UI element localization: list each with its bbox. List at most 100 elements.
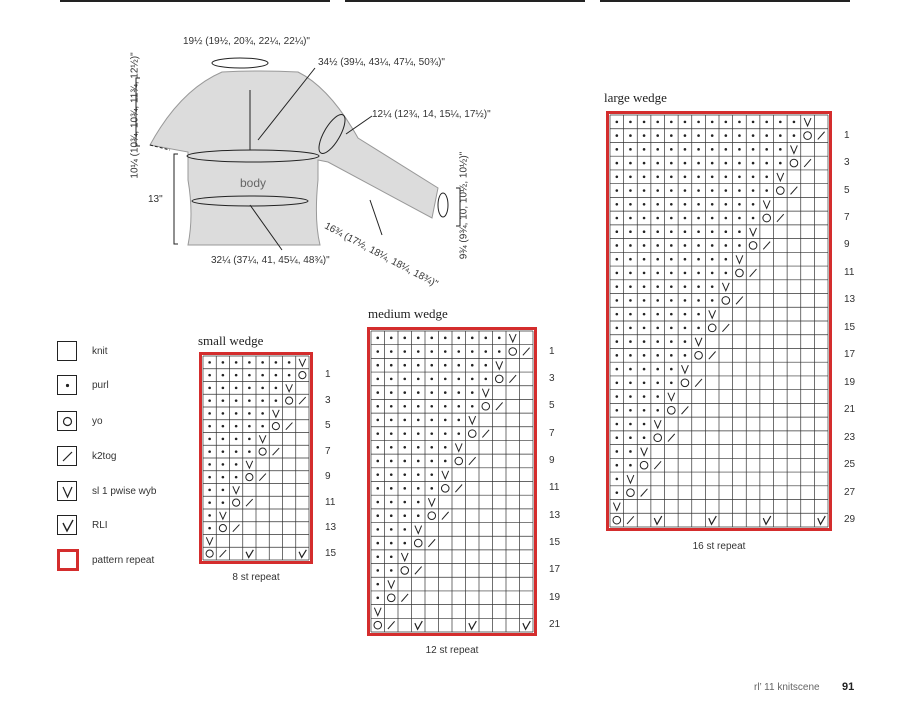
purl-dot [642, 285, 646, 288]
rli-mark [468, 620, 477, 631]
large-wedge-title: large wedge [604, 90, 667, 105]
purl-dot [389, 569, 393, 572]
rli-mark [653, 515, 663, 526]
purl-dot [710, 120, 714, 124]
purl-dot [389, 391, 393, 394]
purl-dot [208, 475, 211, 479]
legend: knit purl yo k2tog sl 1 pwise wyb RLI pa… [56, 341, 206, 573]
purl-dot [738, 244, 741, 247]
slip-v [653, 419, 662, 430]
purl-dot [457, 432, 461, 435]
purl-dot [683, 148, 687, 151]
large-row-number: 7 [844, 212, 850, 223]
yo-circle [721, 296, 731, 305]
purl-dot [642, 436, 646, 440]
purl-dot [656, 381, 659, 385]
rli-mark [245, 549, 254, 559]
purl-dot [615, 326, 619, 330]
chest-top-measurement: 34½ (39¼, 43¼, 47¼, 50¾)" [318, 57, 445, 68]
purl-dot [389, 487, 393, 490]
purl-dot [697, 312, 700, 316]
purl-dot [443, 459, 447, 463]
purl-dot [430, 473, 434, 476]
yo-circle [386, 593, 396, 603]
large-row-number: 29 [844, 514, 856, 526]
purl-dot [629, 436, 632, 440]
purl-dot [208, 424, 211, 428]
purl-dot [389, 350, 393, 353]
purl-dot [389, 459, 393, 463]
purl-dot [430, 418, 434, 422]
purl-dot [765, 120, 768, 124]
purl-dot [683, 230, 687, 234]
purl-dot [697, 285, 700, 288]
k2tog-slash [454, 484, 463, 493]
k2tog-slash [694, 378, 703, 387]
purl-dot [403, 445, 407, 449]
purl-dot [615, 422, 619, 426]
purl-dot [615, 340, 619, 343]
purl-dot [683, 285, 687, 288]
purl-dot [765, 175, 768, 179]
purl-dot [683, 271, 687, 275]
rli-mark [708, 515, 717, 526]
purl-dot [416, 350, 420, 353]
slip-v [694, 337, 703, 347]
slip-v [427, 497, 436, 508]
k2tog-slash [232, 524, 240, 533]
purl-dot [221, 501, 225, 504]
yo-circle [205, 549, 214, 558]
k2tog-slash [776, 213, 785, 223]
yo-circle [285, 396, 294, 405]
purl-dot [261, 386, 264, 390]
pattern-repeat-outline [606, 111, 832, 531]
purl-dot [724, 230, 728, 234]
purl-dot [642, 395, 646, 398]
purl-dot [629, 148, 632, 151]
purl-dot [389, 514, 393, 518]
purl-dot [416, 336, 420, 340]
purl-dot [416, 445, 420, 449]
slip-v [640, 447, 648, 457]
neck-measurement: 19½ (19½, 20¾, 22¼, 22¼)" [183, 36, 310, 47]
purl-dot [376, 582, 380, 586]
purl-dot [403, 363, 407, 367]
purl-dot [670, 120, 673, 124]
k2tog-slash [640, 488, 648, 497]
purl-dot [221, 399, 225, 402]
yo-circle [494, 374, 504, 384]
purl-dot [416, 377, 420, 381]
purl-dot [248, 361, 251, 364]
yo-circle [258, 447, 267, 456]
purl-dot [642, 367, 646, 371]
k2tog-slash [749, 268, 757, 278]
purl-dot [470, 404, 474, 408]
purl-dot [670, 202, 673, 206]
legend-knit-box [57, 341, 77, 361]
purl-dot [724, 120, 728, 124]
purl-dot [642, 257, 646, 261]
purl-dot [416, 404, 420, 408]
purl-dot [683, 216, 687, 220]
yo-circle [762, 213, 772, 223]
large-row-number: 23 [844, 431, 856, 443]
purl-dot [443, 350, 447, 353]
purl-dot [389, 500, 393, 504]
purl-dot [403, 432, 407, 435]
yo-circle [373, 620, 383, 630]
purl-dot [683, 354, 687, 357]
purl-dot [629, 326, 632, 330]
small-row-number: 1 [325, 369, 331, 381]
purl-dot [670, 175, 673, 179]
legend-rli-label: RLI [92, 520, 108, 531]
purl-dot [629, 244, 632, 247]
purl-dot [710, 134, 714, 137]
sweater-yoke-shape [149, 70, 439, 246]
purl-dot [261, 361, 264, 364]
k2tog-slash [387, 620, 396, 630]
purl-dot [656, 312, 659, 316]
purl-dot [697, 189, 700, 192]
large-row-number: 17 [844, 349, 856, 361]
medium-row-number: 13 [549, 509, 561, 521]
purl-dot [710, 285, 714, 288]
